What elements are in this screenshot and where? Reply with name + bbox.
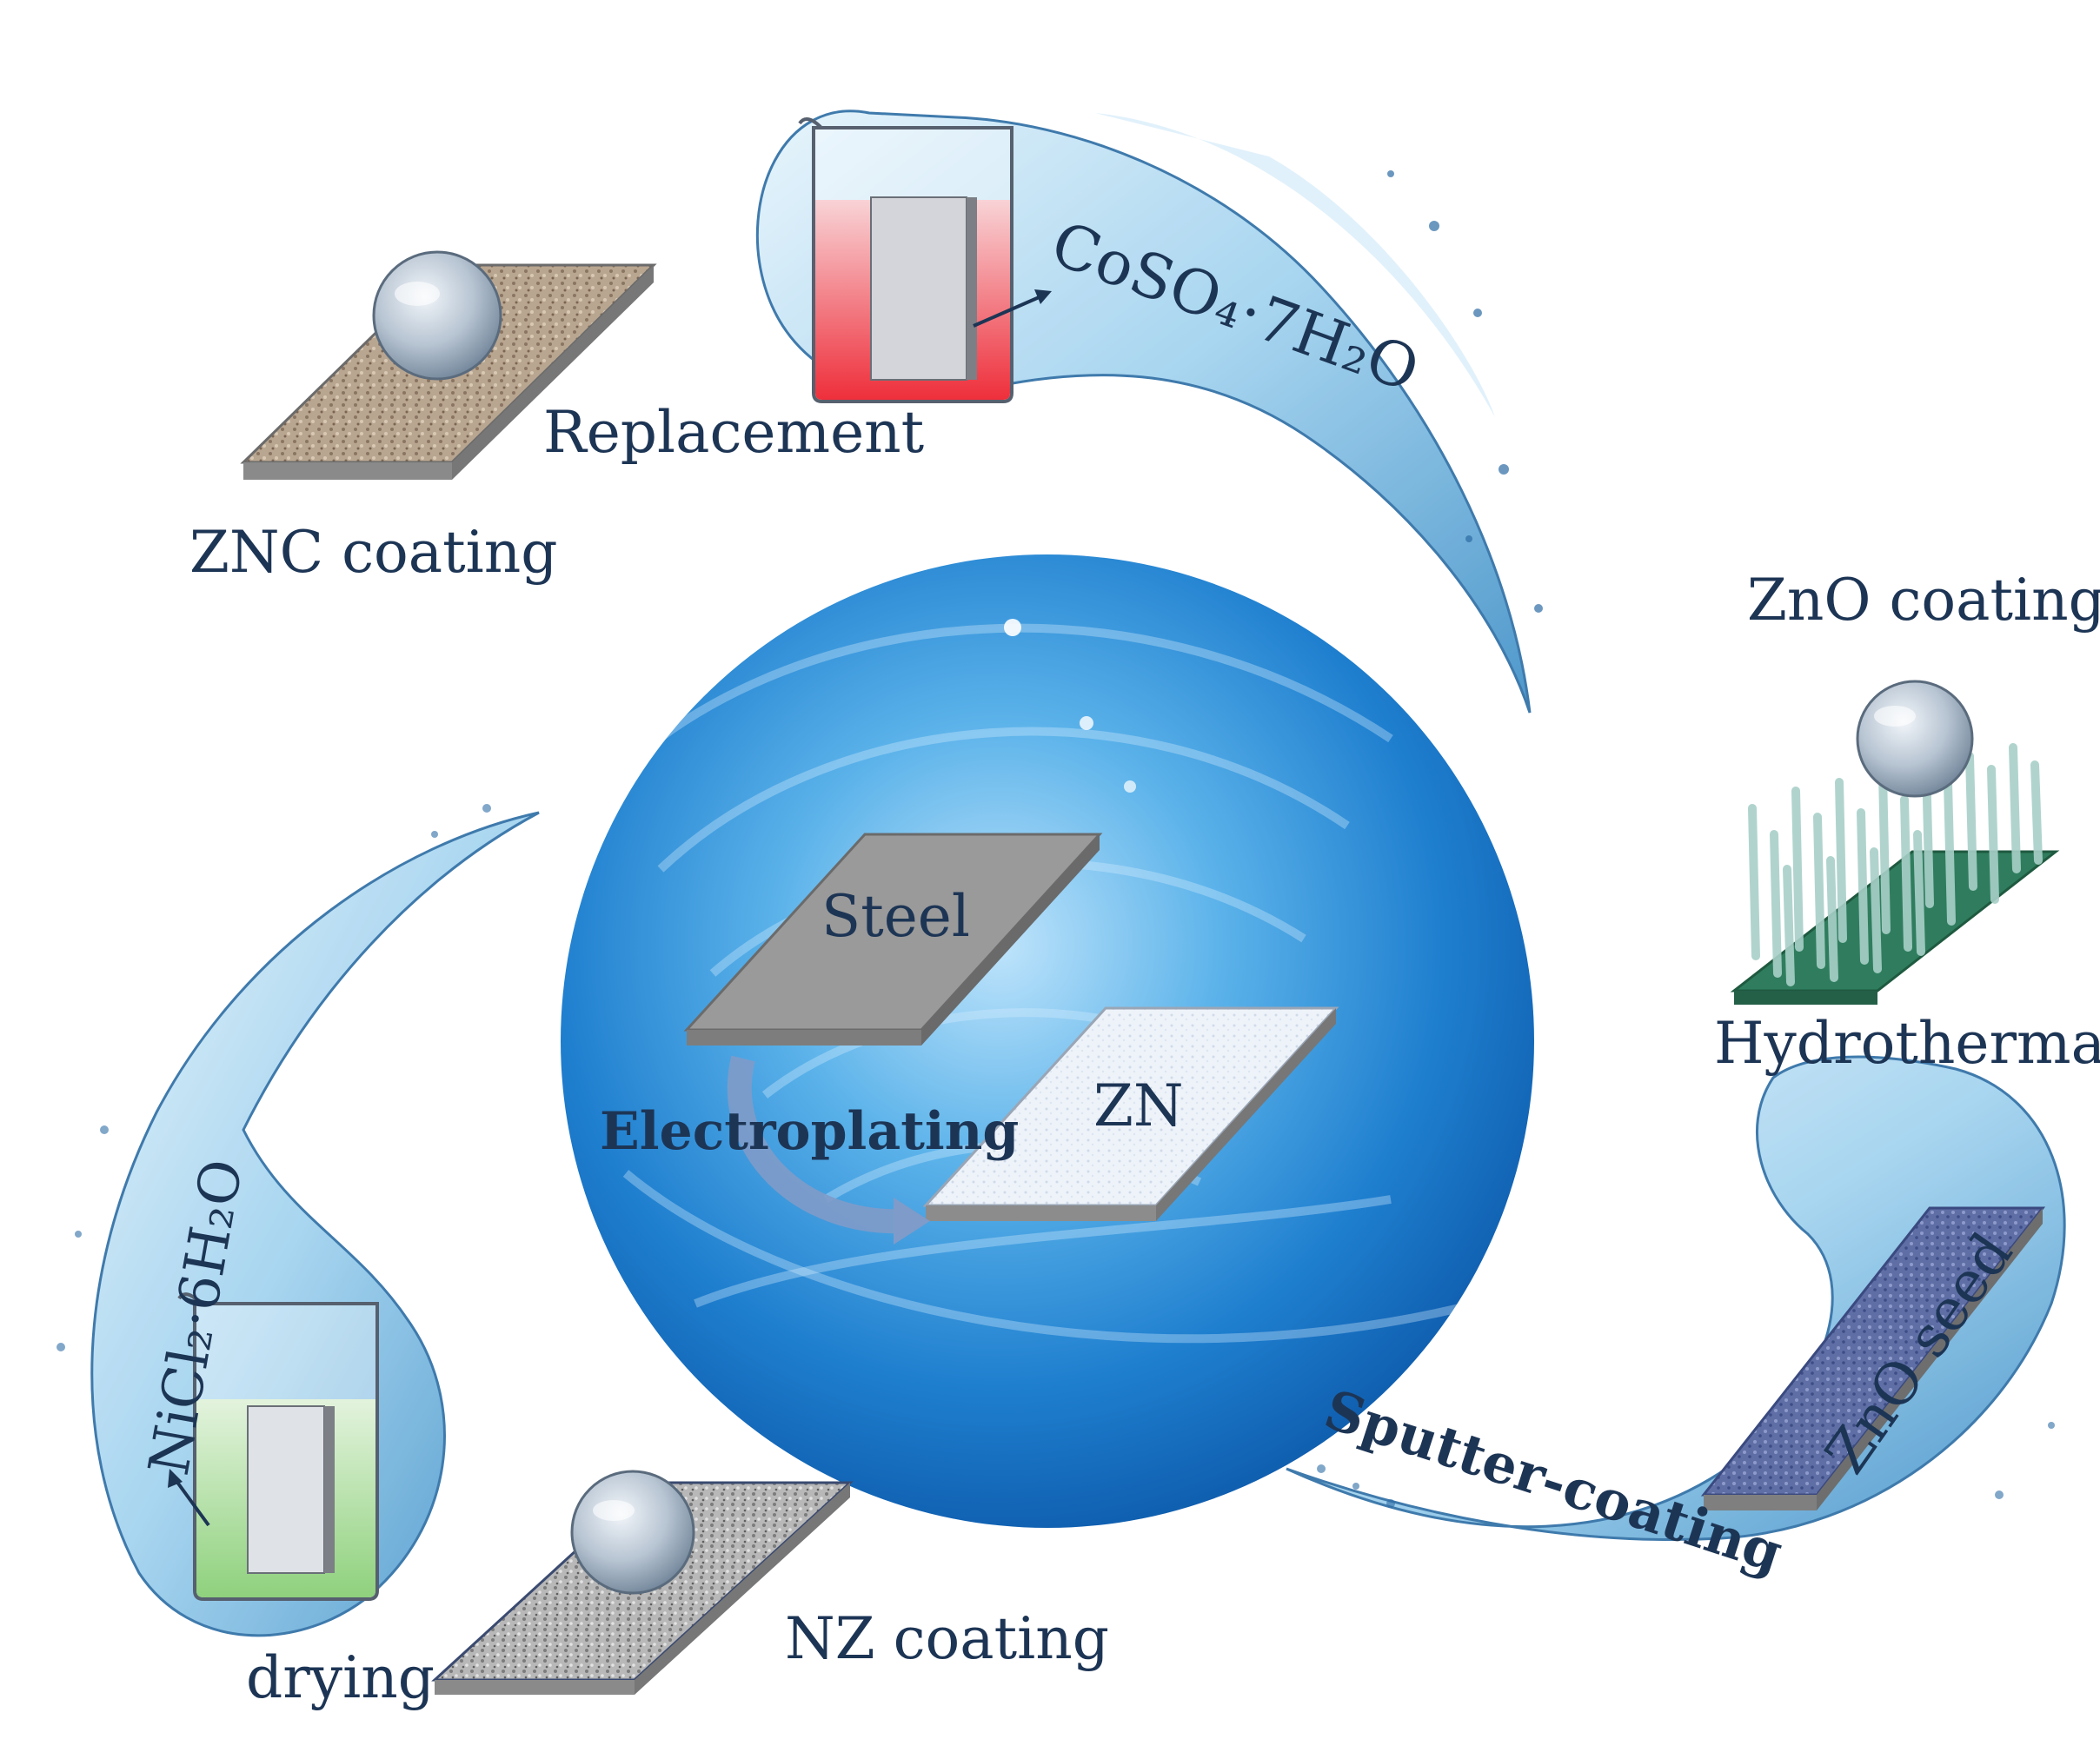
nz-coating-label: NZ coating <box>785 1605 1110 1672</box>
zno-nanorod-array <box>1730 743 2060 1005</box>
water-droplet-znc <box>372 250 502 381</box>
electroplating-label: Electroplating <box>600 1101 1020 1162</box>
zno-coating-label: ZnO coating <box>1747 567 2100 634</box>
water-droplet-zno <box>1856 680 1974 798</box>
nickel-chloride-beaker <box>168 1292 379 1601</box>
zno-seed-plate <box>1700 1206 2046 1510</box>
zn-label: ZN <box>1093 1072 1184 1139</box>
water-droplet-nz <box>570 1470 695 1595</box>
zn-plate <box>922 1006 1339 1221</box>
steel-label: Steel <box>821 883 970 950</box>
replacement-label: Replacement <box>543 399 925 466</box>
drying-label: drying <box>246 1644 435 1711</box>
cobalt-sulfate-beaker <box>798 117 1052 403</box>
electroplating-arrow <box>727 1055 930 1245</box>
steel-plate <box>683 833 1103 1046</box>
znc-coating-label: ZNC coating <box>189 519 558 586</box>
hydrothermal-label: Hydrothermal <box>1714 1010 2100 1077</box>
